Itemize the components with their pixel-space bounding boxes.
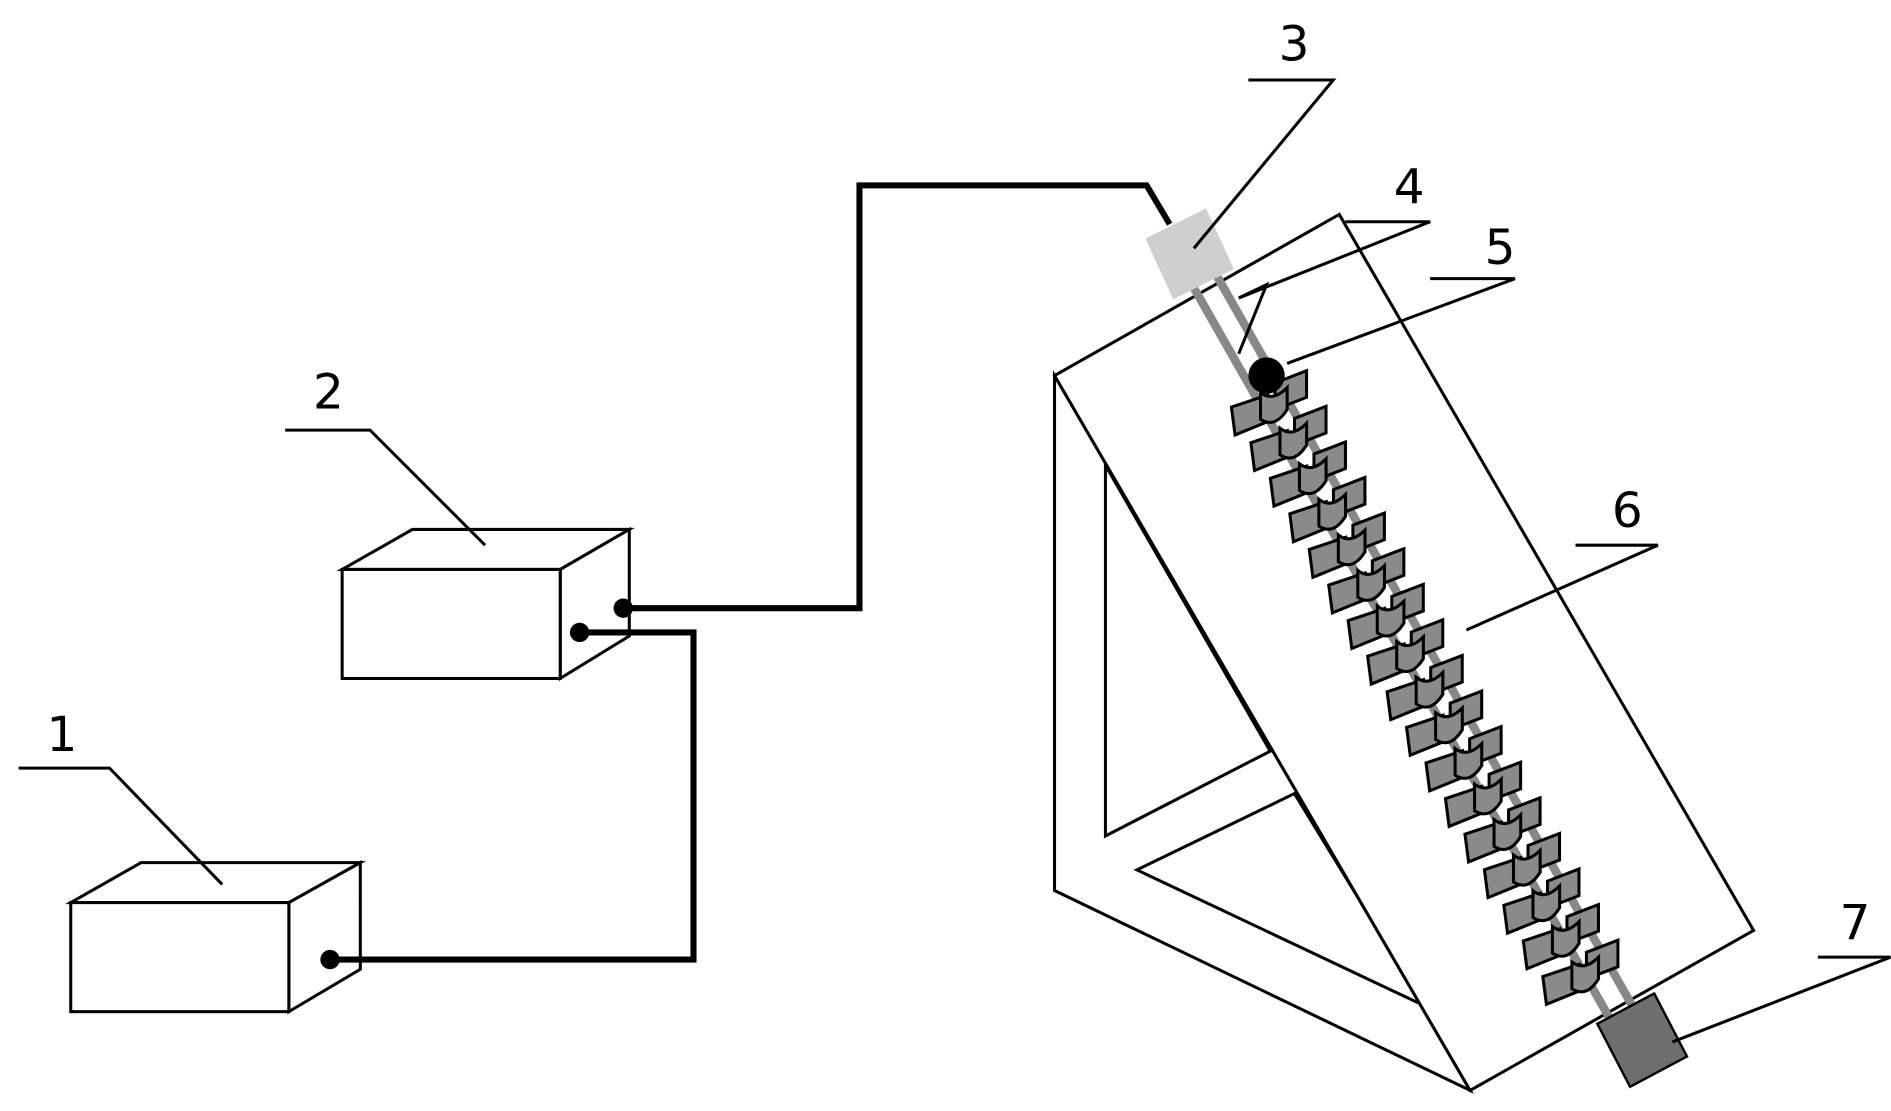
step-seat xyxy=(1492,811,1523,851)
device-1-box xyxy=(65,860,367,1015)
step-seat xyxy=(1531,882,1562,923)
step-seat xyxy=(1278,419,1309,460)
wire-2-to-3 xyxy=(623,182,1173,612)
step-plates xyxy=(1229,368,1620,1007)
sensor-3 xyxy=(1145,208,1234,300)
label-2: 2 xyxy=(313,364,344,420)
step-seat xyxy=(1297,455,1328,496)
ball-5 xyxy=(1248,357,1285,394)
step-seat xyxy=(1395,633,1425,674)
step-seat xyxy=(1473,775,1503,816)
step-seat xyxy=(1317,490,1348,531)
label-5: 5 xyxy=(1485,220,1516,276)
label-7: 7 xyxy=(1840,895,1871,951)
step-seat xyxy=(1453,739,1484,780)
label-6: 6 xyxy=(1612,483,1643,539)
step-seat xyxy=(1414,668,1445,709)
label-4: 4 xyxy=(1394,160,1425,216)
step-seat xyxy=(1336,526,1367,567)
step-seat xyxy=(1356,561,1386,602)
step-seat xyxy=(1375,597,1406,638)
wire-1-to-2 xyxy=(330,629,697,963)
step-seat xyxy=(1550,917,1581,958)
label-1: 1 xyxy=(47,707,78,763)
sensor-7 xyxy=(1595,991,1689,1089)
device-2-box xyxy=(336,526,635,682)
step-seat xyxy=(1570,953,1601,994)
step-seat xyxy=(1258,384,1289,424)
step-seat xyxy=(1434,704,1464,745)
label-3: 3 xyxy=(1279,17,1310,73)
step-seat xyxy=(1511,846,1542,887)
